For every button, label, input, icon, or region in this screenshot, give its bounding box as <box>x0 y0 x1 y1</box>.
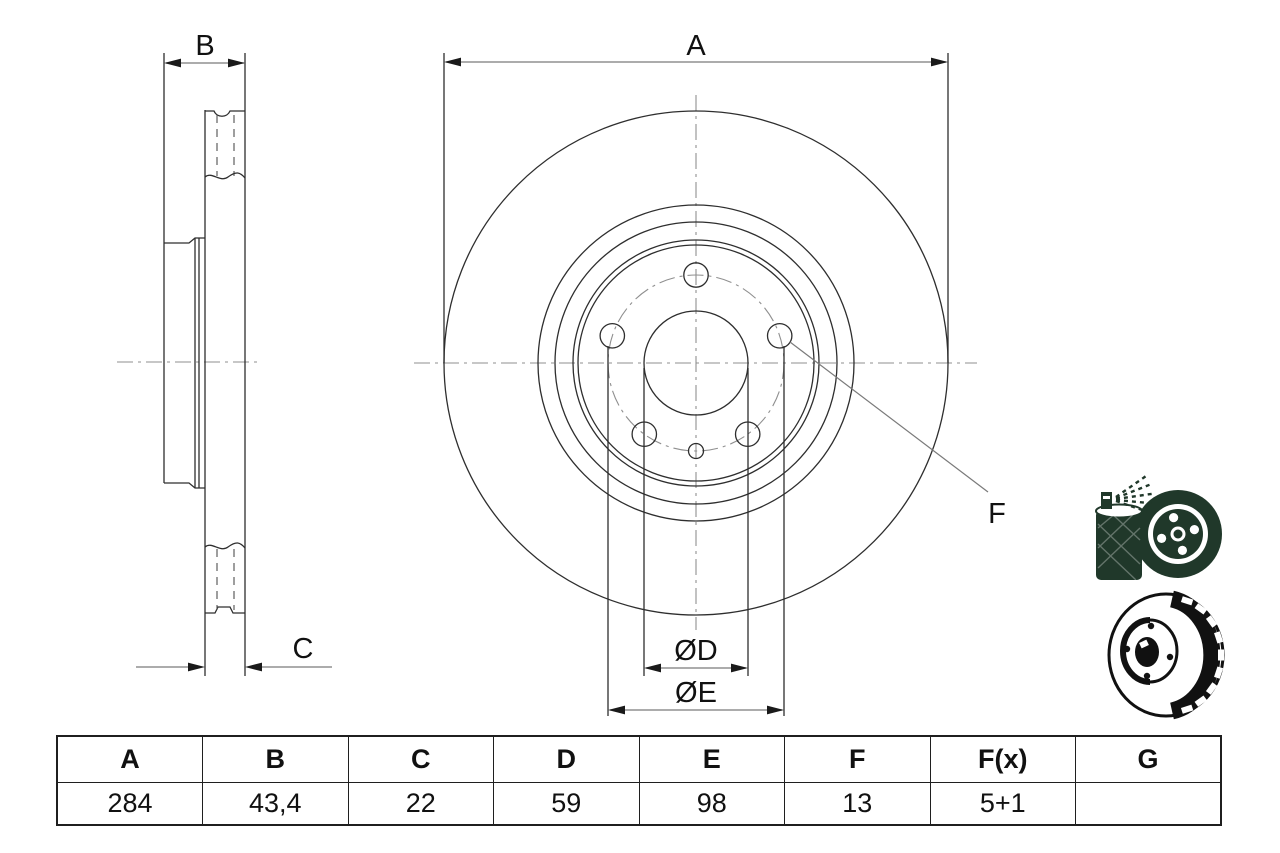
leader-f-label: F <box>988 498 1006 530</box>
header-cell-d: D <box>493 735 640 783</box>
value-cell-g <box>1075 782 1222 826</box>
icon-bolt-holes <box>1123 622 1174 680</box>
center-bore-circle <box>643 310 749 416</box>
value-cell-f: 13 <box>784 782 931 826</box>
vented-brake-disc-icon <box>1107 590 1225 720</box>
dimension-e: ØE <box>607 346 785 716</box>
value-cell-d: 59 <box>493 782 640 826</box>
vent-slots <box>1180 596 1224 714</box>
spray-can <box>1095 475 1153 581</box>
value-cell-b: 43,4 <box>202 782 349 826</box>
dimension-a: A <box>443 30 949 363</box>
header-cell-a: A <box>56 735 203 783</box>
header-cell-g: G <box>1075 735 1222 783</box>
spec-table-value-row: 284 43,4 22 59 98 13 5+1 <box>56 782 1222 826</box>
header-cell-f: F <box>784 735 931 783</box>
value-cell-a: 284 <box>56 782 203 826</box>
value-cell-c: 22 <box>347 782 494 826</box>
value-cell-fx: 5+1 <box>929 782 1076 826</box>
dimension-e-label: ØE <box>675 677 717 709</box>
value-cell-e: 98 <box>638 782 785 826</box>
coated-disc <box>1134 490 1222 578</box>
header-cell-c: C <box>347 735 494 783</box>
friction-surface-inner-circle <box>537 204 855 522</box>
dimension-b-label: B <box>195 30 214 62</box>
front-view <box>414 95 977 630</box>
dimension-a-label: A <box>686 30 706 62</box>
locating-hole <box>687 442 705 460</box>
technical-drawing: B C A <box>117 30 1225 720</box>
dimension-c-label: C <box>293 633 314 665</box>
bolt-hole <box>766 322 793 349</box>
spec-table-header-row: A B C D E F F(x) G <box>56 735 1222 783</box>
spray-fan <box>1115 475 1153 514</box>
spec-table: A B C D E F F(x) G 284 43,4 22 59 98 13 … <box>56 735 1222 826</box>
leader-f: F <box>789 341 1006 530</box>
bolt-hole <box>599 322 626 349</box>
dimension-b: B <box>164 30 245 68</box>
header-cell-fx: F(x) <box>929 735 1076 783</box>
dimension-d-label: ØD <box>674 635 718 667</box>
header-cell-b: B <box>202 735 349 783</box>
dimension-d: ØD <box>643 368 749 676</box>
bolt-hole <box>683 262 709 288</box>
side-view-cross-section <box>117 53 258 676</box>
dimension-c: C <box>136 633 332 672</box>
header-cell-e: E <box>638 735 785 783</box>
spray-can-coated-disc-icon <box>1095 475 1222 581</box>
